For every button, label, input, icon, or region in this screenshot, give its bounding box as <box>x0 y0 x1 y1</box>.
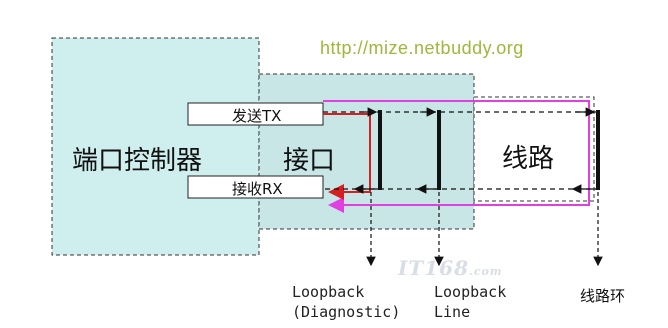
loopback-line-line1: Loopback <box>434 283 507 301</box>
line-loop-bar <box>437 110 441 190</box>
loopback-line-label: Loopback Line <box>434 282 506 322</box>
line-area-box <box>473 96 595 202</box>
tx-label: 发送TX <box>232 107 282 125</box>
remote-loop-bar <box>596 110 600 190</box>
interface-label: 接口 <box>283 146 336 176</box>
line-loop-label: 线路环 <box>580 287 626 305</box>
port-controller-box <box>51 37 260 256</box>
url-watermark: http://mize.netbuddy.org <box>320 38 524 58</box>
rx-box <box>187 175 324 199</box>
loopback-line-line2: Line <box>434 303 471 321</box>
loopback-diagnostic-line1: Loopback <box>292 283 365 301</box>
loopback-diagnostic-line2: (Diagnostic) <box>292 303 401 321</box>
rx-label: 接收RX <box>232 180 283 198</box>
port-controller-label: 端口控制器 <box>72 146 203 176</box>
pink-loop-path <box>323 100 590 213</box>
it168-logo: IT168.com <box>398 256 503 280</box>
line-label: 线路 <box>502 144 555 174</box>
diagnostic-loop-bar <box>378 110 382 190</box>
red-loop-path <box>323 113 371 200</box>
loopback-diagnostic-label: Loopback (Diagnostic) <box>292 282 400 322</box>
